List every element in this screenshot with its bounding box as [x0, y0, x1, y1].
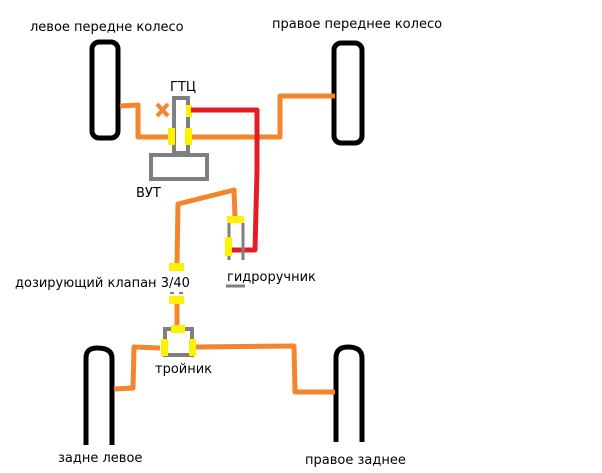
- fitting: [171, 325, 185, 333]
- line-handbrake-to-valve: [174, 187, 238, 265]
- fitting: [189, 339, 196, 356]
- rear-left-wheel: [83, 345, 115, 445]
- label-master-cylinder: ГТЦ: [170, 80, 196, 95]
- fitting: [169, 263, 184, 271]
- label-brake-booster: ВУТ: [136, 186, 161, 201]
- label-proportioning-valve: дозирующий клапан 3/40: [15, 276, 190, 291]
- fitting: [225, 237, 232, 256]
- hydraulic-handbrake: [225, 216, 245, 288]
- line-gtc-to-handbrake: [191, 107, 260, 253]
- fitting: [169, 296, 184, 304]
- label-rear-left-wheel: задне левое: [58, 451, 142, 466]
- front-left-wheel: [89, 39, 121, 141]
- fitting: [168, 128, 175, 145]
- blocked-port-cross-icon: [155, 102, 170, 118]
- label-front-left-wheel: левое передне колесо: [30, 20, 184, 35]
- label-hydraulic-handbrake: гидроручник: [227, 270, 316, 285]
- fitting: [227, 216, 244, 223]
- fitting: [186, 105, 192, 117]
- fitting: [161, 339, 168, 356]
- line-gtc-to-front-left: [119, 102, 168, 140]
- line-tee-to-rear-right: [194, 343, 335, 395]
- brake-booster: [149, 153, 209, 181]
- label-tee: тройник: [155, 362, 212, 377]
- rear-right-wheel: [333, 344, 365, 442]
- proportioning-valve: [169, 263, 184, 304]
- tee-fitting: [161, 325, 196, 357]
- label-front-right-wheel: правое переднее колесо: [272, 17, 442, 32]
- line-gtc-to-front-right: [190, 93, 335, 140]
- front-right-wheel: [331, 40, 365, 146]
- fitting: [185, 128, 192, 145]
- label-rear-right-wheel: правое заднее: [305, 453, 406, 468]
- line-tee-to-rear-left: [113, 344, 161, 392]
